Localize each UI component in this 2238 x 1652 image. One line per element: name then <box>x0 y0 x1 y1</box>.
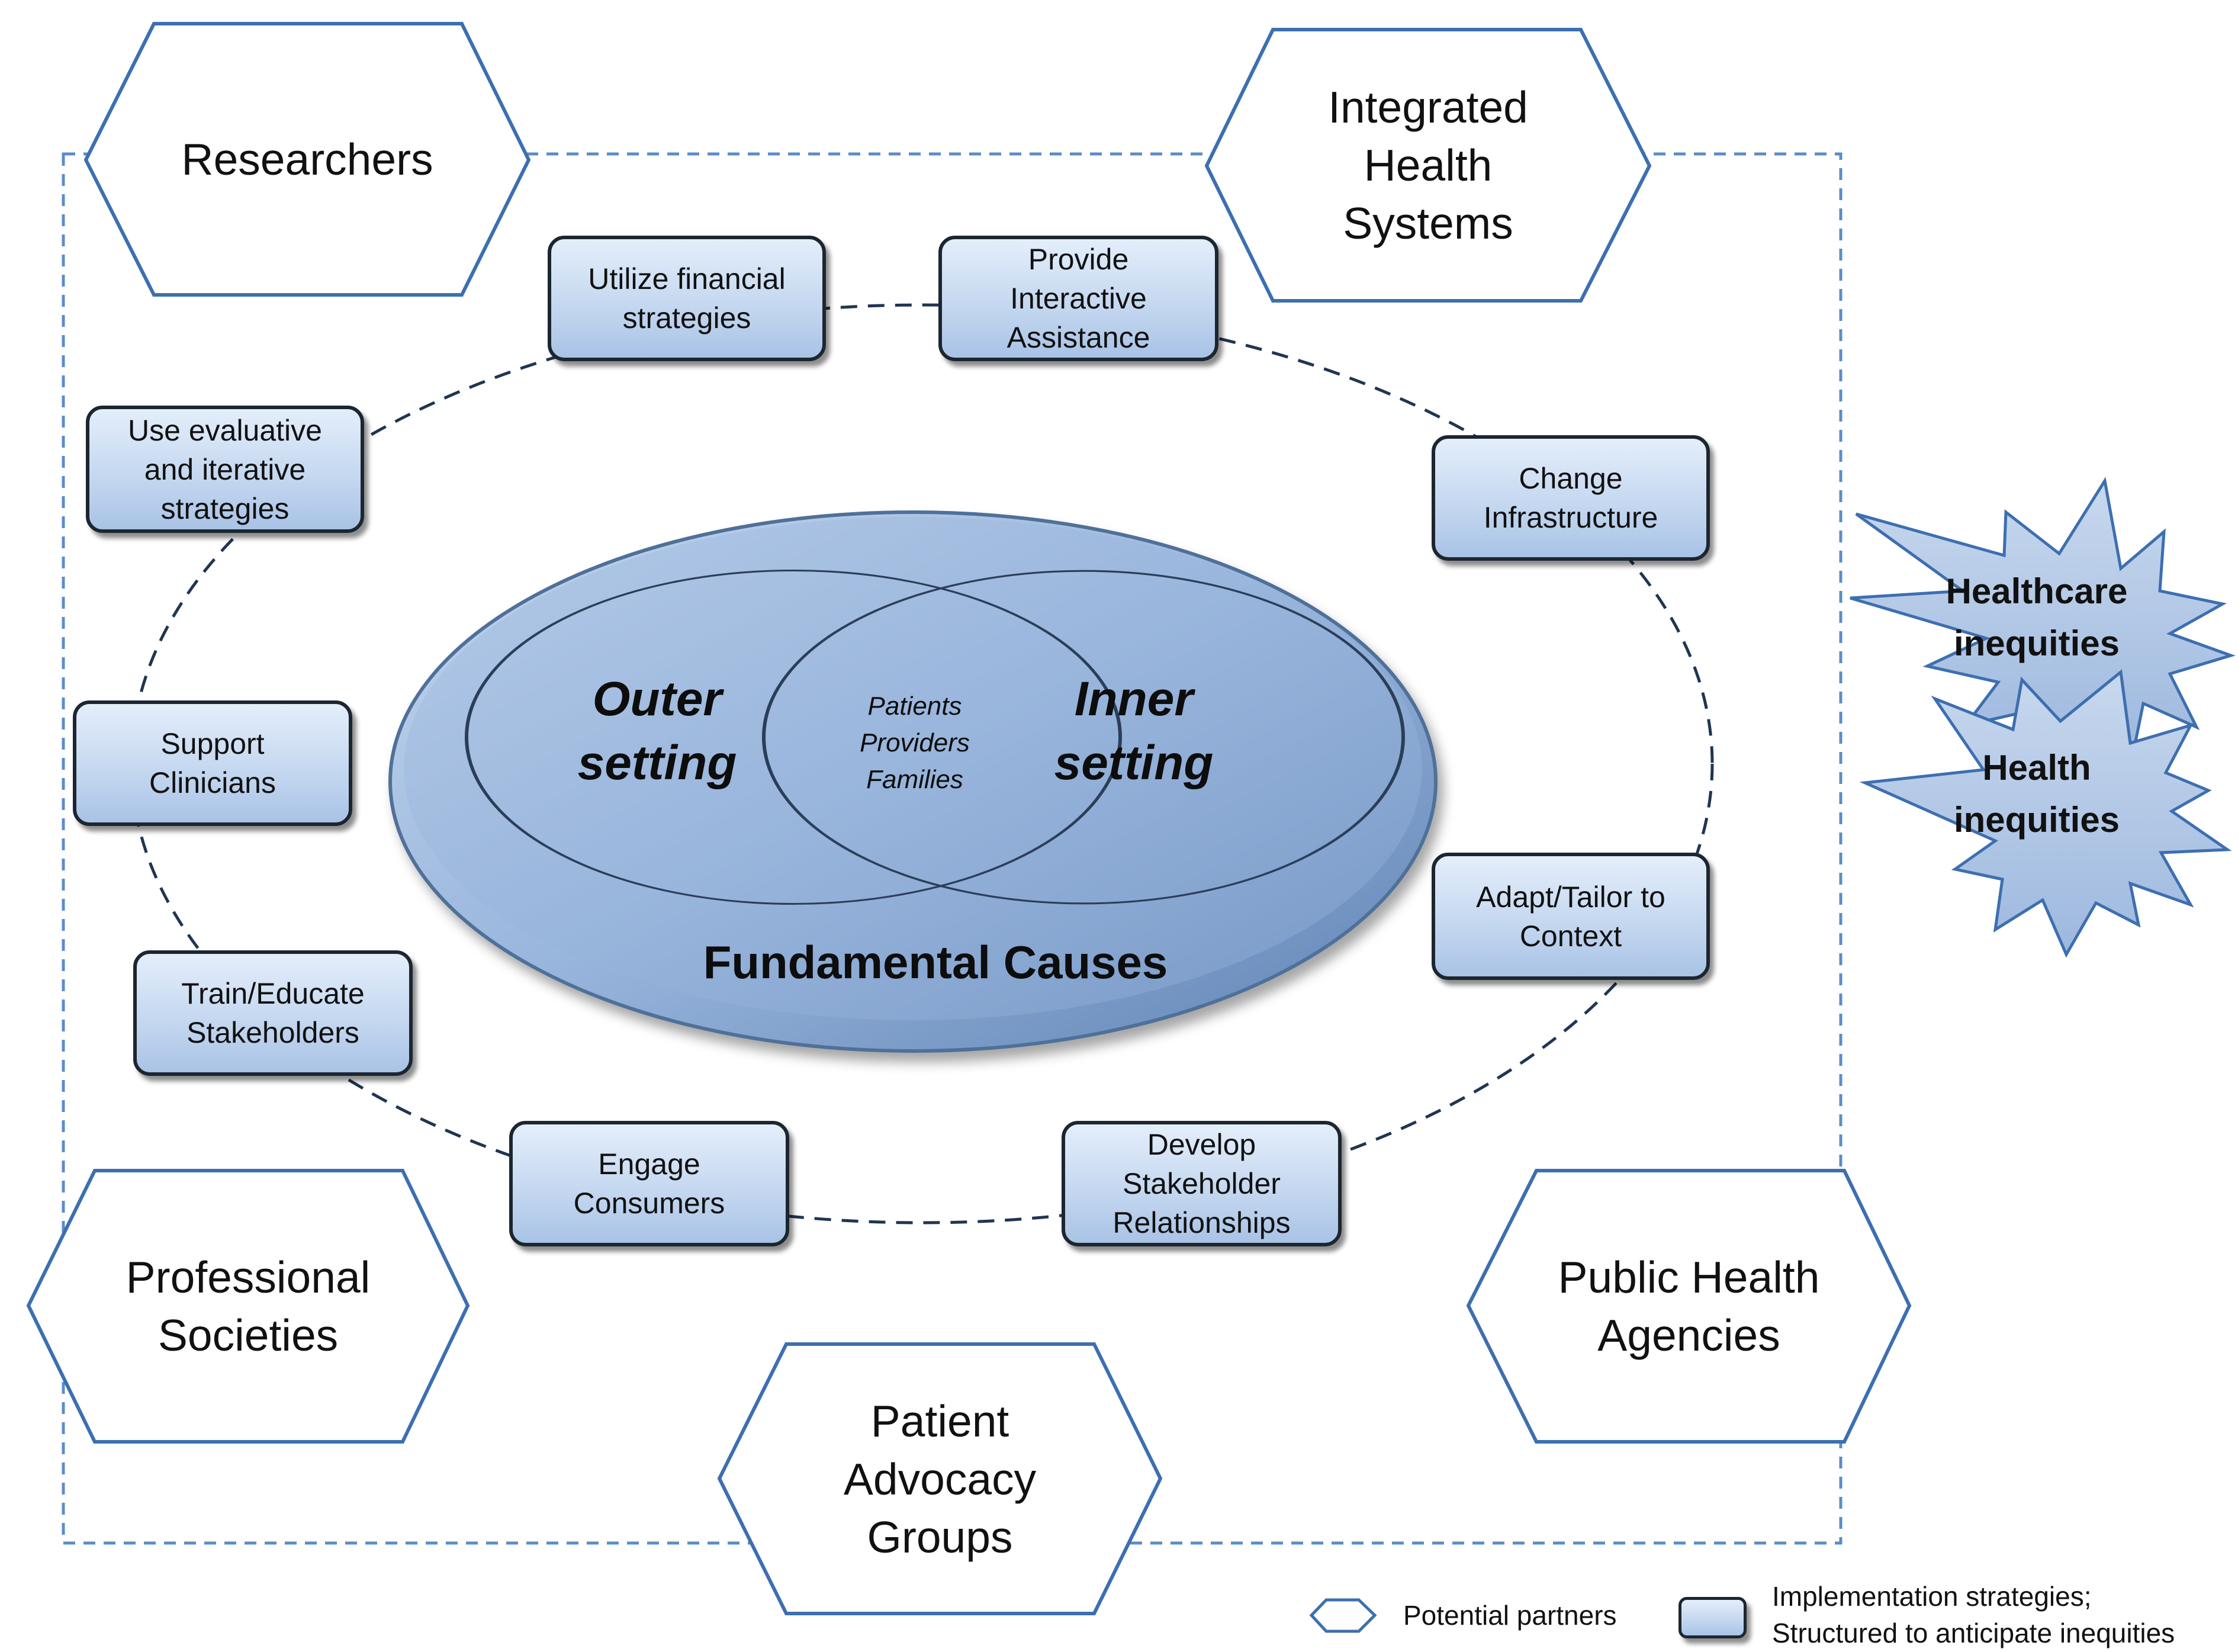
strategy-provide-interactive-assistance: Provide Interactive Assistance <box>938 236 1218 361</box>
hexagon-researchers <box>83 22 531 297</box>
strategy-line: Develop <box>1147 1128 1256 1161</box>
partner-line: Societies <box>157 1310 339 1360</box>
inner-setting-line: setting <box>1054 736 1214 790</box>
hexagon-patient-advocacy-groups <box>717 1342 1163 1615</box>
strategy-develop-stakeholder: Develop Stakeholder Relationships <box>1062 1121 1342 1246</box>
healthcare-inequities-label: Healthcare inequities <box>1895 563 2179 672</box>
partner-public-health-agencies: Public Health Agencies <box>1468 1171 1909 1442</box>
partner-line: Systems <box>1343 198 1513 248</box>
overlap-line: Patients <box>867 692 962 721</box>
legend-hexagon-icon <box>1309 1598 1377 1633</box>
partner-integrated-health-systems: Integrated Health Systems <box>1207 30 1649 301</box>
legend-strategies-line: Structured to anticipate inequities <box>1772 1618 2175 1648</box>
inner-setting-label: Inner setting <box>1018 663 1249 799</box>
strategy-train-educate: Train/Educate Stakeholders <box>133 950 413 1076</box>
strategy-utilize-financial: Utilize financial strategies <box>548 236 826 361</box>
partner-line: Public Health <box>1558 1252 1820 1302</box>
outer-setting-line: setting <box>577 736 737 790</box>
strategy-line: strategies <box>622 301 751 335</box>
inner-setting-line: Inner <box>1074 672 1194 726</box>
hexagon-integrated-health-systems <box>1204 28 1652 303</box>
partner-line: Advocacy <box>843 1454 1037 1504</box>
overlap-label: Patients Providers Families <box>829 684 1001 802</box>
strategy-line: Stakeholders <box>186 1016 359 1049</box>
strategy-line: Provide <box>1028 243 1129 276</box>
strategy-line: Assistance <box>1007 321 1150 354</box>
legend-strategies-label: Implementation strategies; Structured to… <box>1772 1578 2175 1651</box>
inequity-line: Healthcare <box>1946 571 2128 611</box>
overlap-line: Families <box>866 765 963 794</box>
strategy-line: strategies <box>160 491 290 525</box>
partner-researchers-line: Researchers <box>181 134 433 184</box>
partner-line: Professional <box>126 1252 371 1302</box>
hexagon-public-health-agencies <box>1466 1169 1912 1444</box>
strategy-line: and iterative <box>144 452 306 486</box>
strategy-use-evaluative: Use evaluative and iterative strategies <box>86 406 364 533</box>
partner-professional-societies: Professional Societies <box>28 1171 468 1442</box>
partner-line: Agencies <box>1597 1310 1780 1360</box>
legend-strategy-icon <box>1678 1597 1747 1638</box>
inner-setting-circle <box>762 570 1405 905</box>
partner-patient-advocacy-groups: Patient Advocacy Groups <box>719 1344 1160 1614</box>
partner-line: Integrated <box>1328 82 1528 132</box>
strategy-line: Use evaluative <box>128 413 322 447</box>
strategy-line: Change <box>1519 462 1623 495</box>
partner-researchers: Researchers <box>86 24 529 295</box>
strategy-line: Stakeholder <box>1123 1167 1281 1200</box>
strategy-adapt-tailor: Adapt/Tailor to Context <box>1432 853 1710 980</box>
fundamental-causes-label: Fundamental Causes <box>639 927 1231 998</box>
strategy-line: Infrastructure <box>1483 501 1658 534</box>
outer-setting-line: Outer <box>592 672 722 726</box>
strategy-line: Utilize financial <box>588 262 786 295</box>
strategy-line: Relationships <box>1112 1206 1291 1239</box>
health-inequities-star <box>1859 669 2232 958</box>
strategy-line: Clinicians <box>149 766 276 799</box>
outer-setting-circle <box>465 569 1122 905</box>
strategy-line: Support <box>160 727 265 760</box>
partner-line: Groups <box>867 1512 1013 1562</box>
inequity-line: inequities <box>1953 623 2120 663</box>
strategy-engage-consumers: Engage Consumers <box>509 1121 789 1246</box>
strategy-change-infrastructure: Change Infrastructure <box>1432 435 1710 561</box>
strategy-line: Train/Educate <box>181 977 365 1010</box>
partner-line: Health <box>1364 140 1493 190</box>
strategy-line: Consumers <box>573 1187 725 1220</box>
strategy-line: Engage <box>598 1148 700 1181</box>
strategy-support-clinicians: Support Clinicians <box>73 700 352 826</box>
fundamental-causes-text: Fundamental Causes <box>703 936 1168 988</box>
hexagon-professional-societies <box>26 1169 470 1444</box>
strategy-line: Interactive <box>1010 282 1147 315</box>
strategy-line: Context <box>1519 919 1622 953</box>
health-inequities-label: Health inequities <box>1895 739 2179 849</box>
outer-setting-label: Outer setting <box>545 663 770 799</box>
overlap-line: Providers <box>860 728 970 757</box>
fundamental-causes-ellipse <box>388 510 1438 1053</box>
strategy-line: Adapt/Tailor to <box>1476 880 1665 914</box>
legend-strategies-line: Implementation strategies; <box>1772 1581 2092 1612</box>
legend-partners-label: Potential partners <box>1403 1600 1617 1631</box>
inequity-line: inequities <box>1953 799 2120 840</box>
partner-line: Patient <box>870 1396 1009 1446</box>
inequity-line: Health <box>1982 747 2091 788</box>
